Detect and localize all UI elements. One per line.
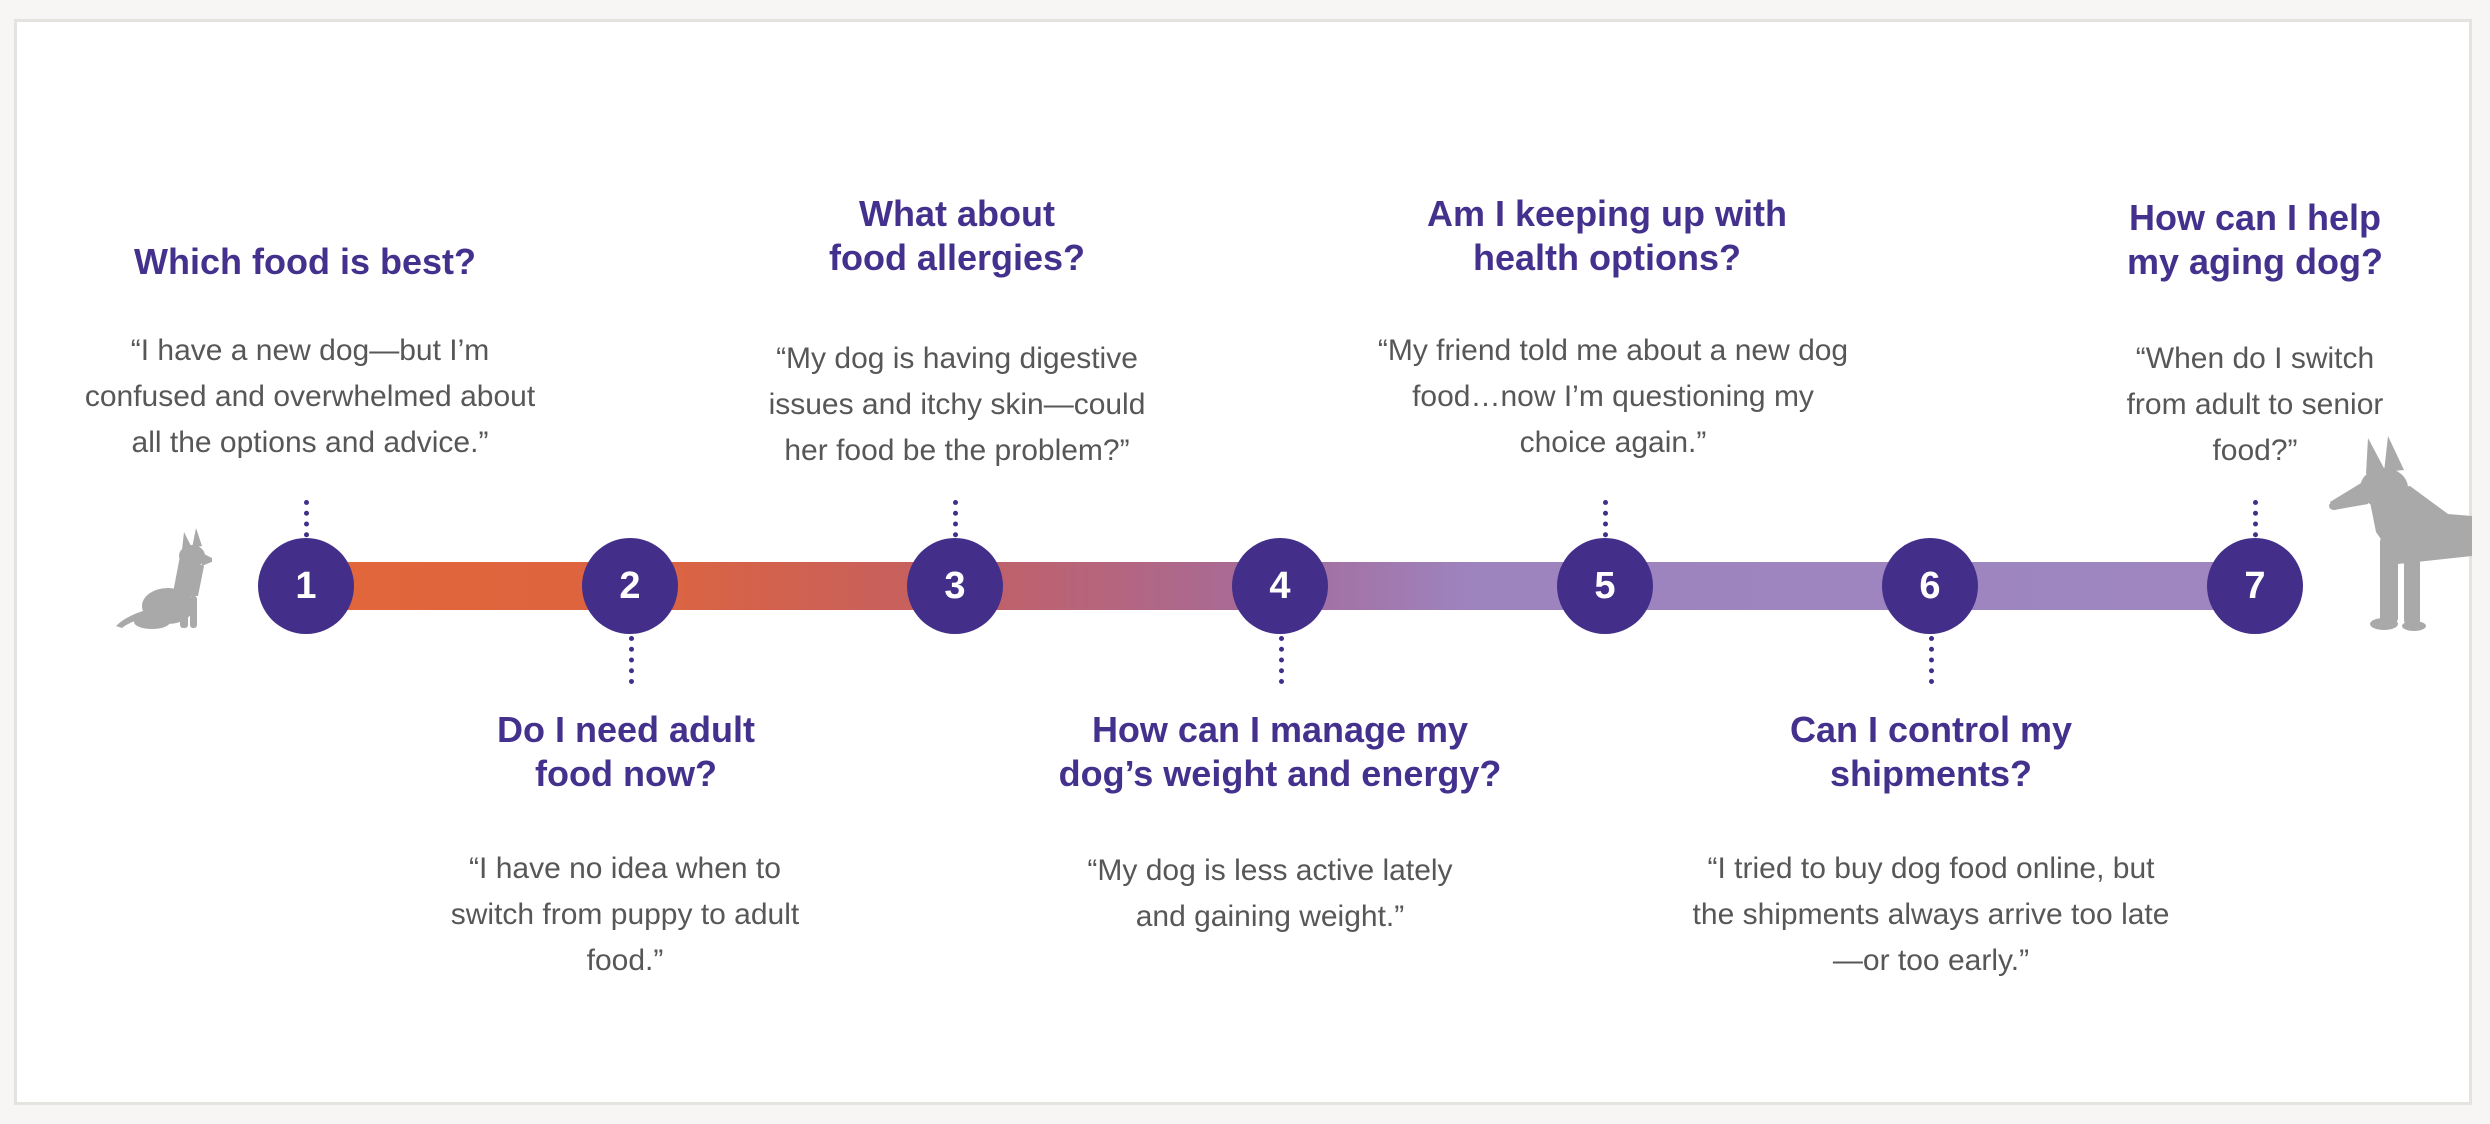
connector-1 <box>304 500 309 548</box>
small-dog-silhouette-icon <box>116 528 212 629</box>
step-6-quote: “I tried to buy dog food online, but the… <box>1692 852 2170 977</box>
step-7-question: How can I help my aging dog? <box>2127 197 2383 282</box>
step-2-quote: “I have no idea when to switch from pupp… <box>450 852 800 977</box>
step-3-question: What about food allergies? <box>828 193 1086 278</box>
step-5-node: 5 <box>1557 538 1653 634</box>
step-7-quote: “When do I switch from adult to senior f… <box>2126 342 2384 467</box>
step-5-question: Am I keeping up with health options? <box>1426 193 1788 278</box>
step-1-question: Which food is best? <box>134 241 476 282</box>
step-2-question: Do I need adult food now? <box>496 709 755 794</box>
step-6-node: 6 <box>1882 538 1978 634</box>
step-2-node: 2 <box>582 538 678 634</box>
large-dog-silhouette-icon <box>2329 436 2472 631</box>
step-1-quote: “I have a new dog—but I’m confused and o… <box>84 334 536 459</box>
connector-5 <box>1603 500 1608 548</box>
connector-7 <box>2253 500 2258 548</box>
step-1-node: 1 <box>258 538 354 634</box>
step-5-quote: “My friend told me about a new dog food…… <box>1377 334 1849 459</box>
step-3-node: 3 <box>907 538 1003 634</box>
step-3-quote: “My dog is having digestive issues and i… <box>768 342 1146 467</box>
step-4-question: How can I manage my dog’s weight and ene… <box>1058 709 1502 794</box>
step-6-question: Can I control my shipments? <box>1789 709 2073 794</box>
step-4-quote: “My dog is less active lately and gainin… <box>1087 854 1453 933</box>
connector-2 <box>629 636 634 684</box>
step-4-node: 4 <box>1232 538 1328 634</box>
step-7-node: 7 <box>2207 538 2303 634</box>
connector-3 <box>953 500 958 548</box>
connector-4 <box>1279 636 1284 684</box>
connector-6 <box>1929 636 1934 684</box>
